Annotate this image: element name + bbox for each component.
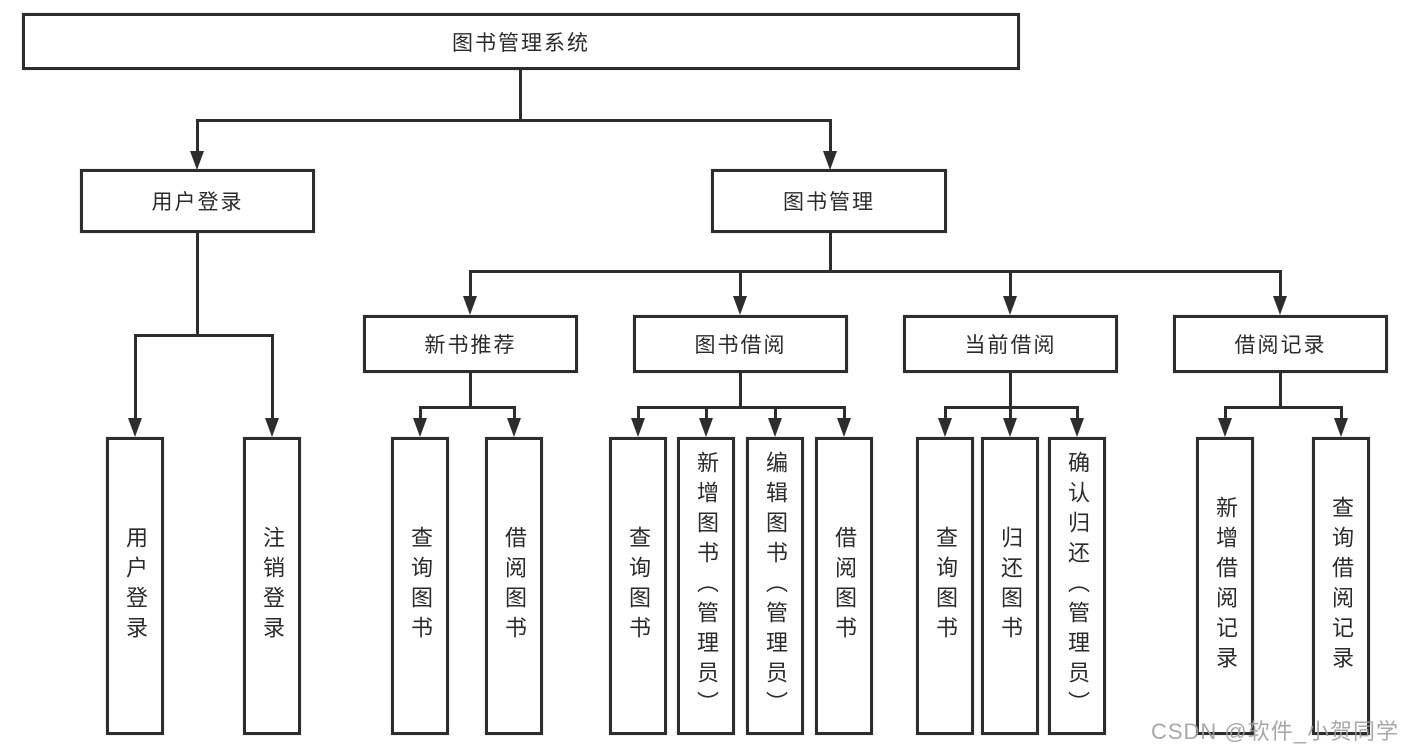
leaf-user-login-label: 用户登录 — [123, 526, 148, 646]
node-user-login-label: 用户登录 — [151, 191, 244, 214]
connector-line — [1009, 406, 1012, 421]
arrow-down-icon — [1334, 418, 1348, 437]
arrow-down-icon — [413, 418, 427, 437]
arrow-down-icon — [463, 296, 477, 315]
arrow-down-icon — [823, 151, 837, 170]
connector-line — [196, 119, 199, 155]
leaf-edit-book-admin-label: 编辑图书（管理员） — [763, 451, 788, 721]
arrow-down-icon — [1218, 418, 1232, 437]
leaf-query-borrow-record-label: 查询借阅记录 — [1329, 496, 1354, 676]
arrow-down-icon — [265, 418, 279, 437]
node-borrow-records: 借阅记录 — [1173, 315, 1388, 373]
connector-line — [469, 270, 472, 299]
connector-line — [705, 406, 708, 421]
connector-line — [469, 372, 472, 409]
leaf-borrow-books-borrowing: 借阅图书 — [815, 437, 873, 735]
leaf-confirm-return-admin-label: 确认归还（管理员） — [1065, 451, 1090, 721]
arrow-down-icon — [938, 418, 952, 437]
leaf-logout: 注销登录 — [243, 437, 301, 735]
node-book-management-label: 图书管理 — [783, 191, 875, 214]
connector-line — [829, 232, 832, 273]
leaf-edit-book-admin: 编辑图书（管理员） — [746, 437, 804, 735]
connector-line — [1009, 372, 1012, 409]
arrow-down-icon — [768, 418, 782, 437]
arrow-down-icon — [837, 418, 851, 437]
node-user-login: 用户登录 — [80, 169, 315, 233]
leaf-query-books-recommend-label: 查询图书 — [408, 526, 433, 646]
arrow-down-icon — [1003, 296, 1017, 315]
csdn-watermark: CSDN @软件_小贺同学 — [1150, 719, 1399, 744]
arrow-down-icon — [507, 418, 521, 437]
arrow-down-icon — [190, 151, 204, 170]
leaf-add-borrow-record-label: 新增借阅记录 — [1213, 496, 1238, 676]
connector-line — [513, 406, 516, 421]
leaf-query-books-borrowing-label: 查询图书 — [626, 526, 651, 646]
node-borrow-records-label: 借阅记录 — [1234, 334, 1327, 357]
node-root-label: 图书管理系统 — [452, 31, 590, 55]
connector-line — [1279, 270, 1282, 299]
arrow-down-icon — [631, 418, 645, 437]
leaf-user-login: 用户登录 — [106, 437, 164, 735]
connector-line — [1009, 270, 1012, 299]
connector-line — [843, 406, 846, 421]
connector-line — [196, 232, 199, 336]
connector-line — [944, 406, 947, 421]
connector-line — [774, 406, 777, 421]
arrow-down-icon — [1003, 418, 1017, 437]
connector-line — [469, 270, 1282, 273]
connector-line — [419, 406, 422, 421]
connector-line — [196, 119, 832, 122]
leaf-return-book: 归还图书 — [981, 437, 1039, 735]
leaf-add-book-admin-label: 新增图书（管理员） — [694, 451, 719, 721]
connector-line — [637, 406, 846, 409]
leaf-query-books-current-label: 查询图书 — [933, 526, 958, 646]
node-new-book-recommend-label: 新书推荐 — [424, 334, 517, 357]
leaf-query-books-current: 查询图书 — [916, 437, 974, 735]
leaf-borrow-books-recommend: 借阅图书 — [485, 437, 543, 735]
leaf-query-books-borrowing: 查询图书 — [609, 437, 667, 735]
leaf-return-book-label: 归还图书 — [998, 526, 1023, 646]
connector-line — [134, 334, 137, 422]
connector-line — [637, 406, 640, 421]
node-current-borrowing-label: 当前借阅 — [964, 334, 1057, 357]
leaf-logout-label: 注销登录 — [260, 526, 285, 646]
leaf-borrow-books-borrowing-label: 借阅图书 — [832, 526, 857, 646]
connector-line — [1076, 406, 1079, 421]
arrow-down-icon — [128, 418, 142, 437]
leaf-add-book-admin: 新增图书（管理员） — [677, 437, 735, 735]
connector-line — [271, 334, 274, 422]
connector-line — [739, 372, 742, 409]
leaf-borrow-books-recommend-label: 借阅图书 — [502, 526, 527, 646]
arrow-down-icon — [1273, 296, 1287, 315]
arrow-down-icon — [733, 296, 747, 315]
arrow-down-icon — [1070, 418, 1084, 437]
connector-line — [519, 70, 522, 121]
connector-line — [1224, 406, 1343, 409]
connector-line — [1224, 406, 1227, 421]
leaf-confirm-return-admin: 确认归还（管理员） — [1048, 437, 1106, 735]
connector-line — [134, 334, 274, 337]
connector-line — [829, 119, 832, 155]
node-book-management: 图书管理 — [711, 169, 947, 233]
node-root: 图书管理系统 — [22, 13, 1020, 70]
leaf-add-borrow-record: 新增借阅记录 — [1196, 437, 1254, 735]
connector-line — [1279, 372, 1282, 409]
connector-line — [739, 270, 742, 299]
node-book-borrowing-label: 图书借阅 — [694, 334, 787, 357]
node-new-book-recommend: 新书推荐 — [363, 315, 578, 373]
node-current-borrowing: 当前借阅 — [903, 315, 1118, 373]
node-book-borrowing: 图书借阅 — [633, 315, 848, 373]
connector-line — [419, 406, 516, 409]
arrow-down-icon — [699, 418, 713, 437]
leaf-query-books-recommend: 查询图书 — [391, 437, 449, 735]
leaf-query-borrow-record: 查询借阅记录 — [1312, 437, 1370, 735]
connector-line — [1340, 406, 1343, 421]
